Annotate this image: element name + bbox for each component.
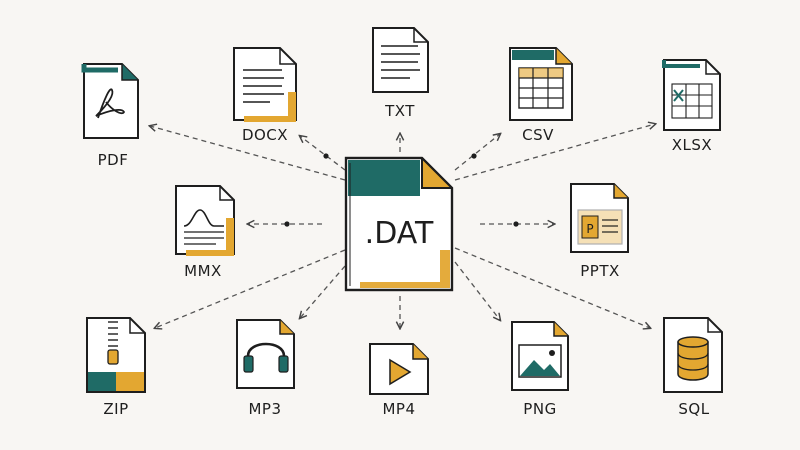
mp4-label: MP4 xyxy=(382,400,415,418)
txt-label: TXT xyxy=(384,102,415,120)
arrow-dots xyxy=(284,153,519,227)
headphones-icon xyxy=(236,319,295,389)
pdf-file-node: PDF xyxy=(81,63,139,169)
presentation-p-icon: P xyxy=(570,183,629,253)
txt-file-node: TXT xyxy=(372,27,429,120)
table-grid-icon xyxy=(509,47,573,121)
sql-file-node: SQL xyxy=(663,317,723,418)
mmx-label: MMX xyxy=(184,262,222,280)
pdf-label: PDF xyxy=(98,151,129,169)
waveform-icon xyxy=(175,185,235,256)
arrows xyxy=(150,124,655,328)
pptx-file-node: P PPTX xyxy=(570,183,629,280)
png-label: PNG xyxy=(523,400,556,418)
arrow-to-csv xyxy=(454,134,500,171)
mp3-file-node: MP3 xyxy=(236,319,295,418)
dat-label: .DAT xyxy=(365,216,434,251)
zip-label: ZIP xyxy=(103,400,128,418)
mmx-file-node: MMX xyxy=(175,185,235,280)
pdf-icon xyxy=(81,63,139,139)
csv-label: CSV xyxy=(522,126,554,144)
arrow-to-docx xyxy=(300,136,346,171)
document-lines-icon xyxy=(233,47,297,122)
arrow-to-png xyxy=(454,261,500,320)
arrow-to-sql xyxy=(454,247,650,328)
zip-file-node: ZIP xyxy=(86,317,146,418)
svg-text:P: P xyxy=(586,222,593,236)
arrow-to-xlsx xyxy=(454,124,655,181)
png-file-node: PNG xyxy=(511,321,569,418)
image-icon xyxy=(511,321,569,391)
zipper-icon xyxy=(86,317,146,393)
text-lines-icon xyxy=(372,27,429,93)
spreadsheet-x-icon xyxy=(662,59,721,131)
database-icon xyxy=(663,317,723,393)
xlsx-file-node: XLSX xyxy=(662,59,721,154)
docx-file-node: DOCX xyxy=(233,47,297,144)
xlsx-label: XLSX xyxy=(672,136,712,154)
docx-label: DOCX xyxy=(242,126,288,144)
play-icon xyxy=(369,343,429,395)
mp3-label: MP3 xyxy=(248,400,281,418)
arrow-to-pdf xyxy=(150,126,346,181)
csv-file-node: CSV xyxy=(509,47,573,144)
sql-label: SQL xyxy=(678,400,709,418)
pptx-label: PPTX xyxy=(580,262,620,280)
dat-file: .DAT xyxy=(344,156,454,292)
arrow-to-zip xyxy=(155,249,346,328)
arrow-to-mp3 xyxy=(300,265,346,318)
mp4-file-node: MP4 xyxy=(369,343,429,418)
